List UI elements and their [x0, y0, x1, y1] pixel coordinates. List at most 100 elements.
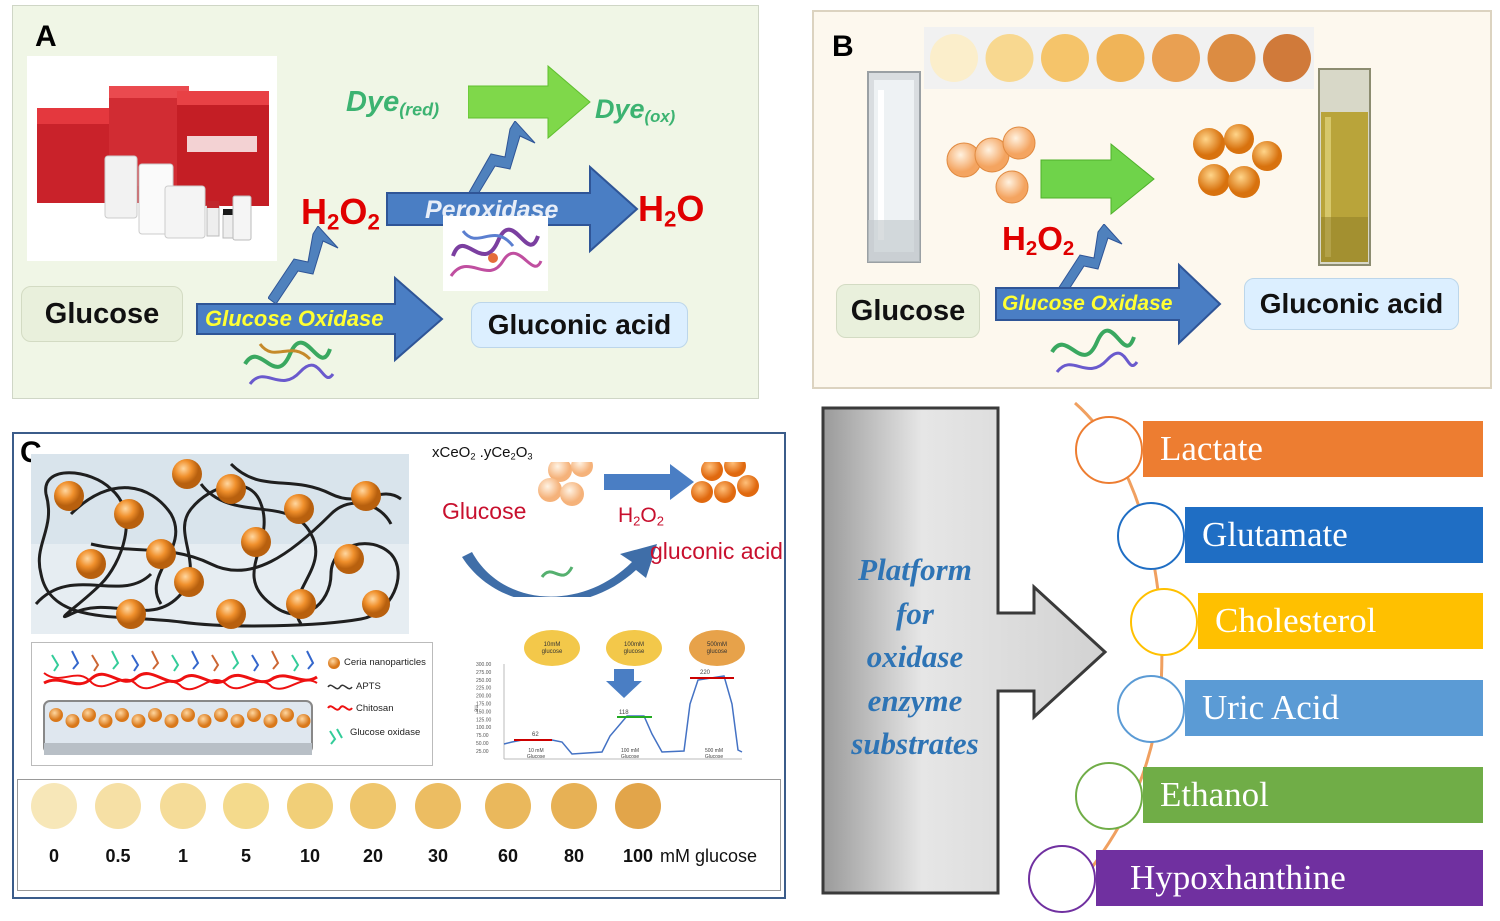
graph-ytick: 75.00 [476, 733, 489, 739]
graph-ytick: 250.00 [476, 678, 492, 684]
color-swatch-2 [985, 34, 1034, 82]
film-ceria-particle [263, 714, 278, 728]
substrate-bar-lactate: Lactate [1075, 416, 1483, 484]
clear-cuvette [867, 71, 921, 263]
h2o2-zigzag-arrow [268, 226, 339, 305]
glucose-spot-30 [415, 783, 461, 829]
film-ceria-particle [296, 714, 311, 728]
h2o2-b-o: O [1037, 220, 1063, 257]
peroxidase-protein-image [443, 216, 548, 291]
graph-bubble-label: 500mM [707, 642, 727, 648]
dye-oxidized-text: Dye [595, 94, 645, 124]
substrate-bar-glutamate: Glutamate [1117, 502, 1483, 570]
formula-left: xCeO [432, 444, 471, 461]
glucose-spot-1 [160, 783, 206, 829]
graph-ytick: 175.00 [476, 702, 492, 708]
color-swatch-strip [924, 27, 1314, 89]
glucose-oxidase-arrow-b [995, 262, 1222, 346]
formula-right: O [515, 444, 528, 461]
substrate-bar-uric-acid: Uric Acid [1117, 675, 1483, 743]
panel-a-letter: A [35, 20, 57, 53]
concentration-label: 20 [363, 846, 383, 866]
graph-ytick: 275.00 [476, 670, 492, 676]
concentration-label: 30 [428, 846, 448, 866]
h2o2-b-sub-b: 2 [1062, 237, 1075, 261]
h2o-sub: 2 [664, 206, 677, 232]
platform-line-4: enzyme [867, 682, 963, 718]
formula-right-sub: 3 [527, 451, 533, 462]
color-swatch-1 [930, 34, 978, 82]
glucose-spot-60 [485, 783, 531, 829]
concentration-label: 100 [623, 846, 653, 866]
reaction-gluconic-label: gluconic acid [650, 538, 783, 564]
orange-nanoparticle-cluster [1193, 124, 1282, 198]
color-swatch-6 [1207, 34, 1256, 82]
formula-mid: .yCe [475, 444, 511, 461]
h2o-h: H [638, 188, 664, 229]
h2o-label: H2O [638, 188, 704, 233]
dye-reduced-text: Dye [346, 86, 400, 118]
glucose-spot-80 [551, 783, 597, 829]
film-ceria-particle [65, 714, 80, 728]
graph-xlabel: Glucose [705, 754, 724, 760]
color-swatch-3 [1041, 34, 1089, 82]
dye-reduced-label: Dye(red) [346, 86, 439, 120]
film-ceria-particle [280, 708, 294, 722]
peroxidase-zigzag-arrow [466, 121, 536, 200]
film-ceria-particle [49, 708, 63, 722]
platform-line-3: oxidase [866, 639, 964, 674]
graph-xlabel: Glucose [527, 754, 546, 760]
legend-glucose-oxidase: Glucose oxidase [350, 727, 421, 738]
dye-oxidation-arrow [468, 64, 591, 140]
glucose-oxidase-protein-b [1050, 328, 1139, 373]
green-reaction-arrow [1040, 142, 1155, 216]
film-ceria-particle [115, 708, 129, 722]
response-graph: 300.00275.00250.00225.00200.00175.00150.… [474, 630, 745, 760]
reaction-h2o2-sub-a: 2 [633, 513, 641, 529]
film-ceria-particle [131, 714, 146, 728]
concentration-label: 0 [49, 846, 59, 866]
legend-chitosan: Chitosan [356, 703, 394, 714]
platform-line-2: for [896, 595, 934, 631]
dye-oxidized-label: Dye(ox) [595, 94, 675, 127]
film-ceria-particle [98, 714, 113, 728]
glucose-spot-0 [31, 783, 77, 829]
graph-bubble [689, 630, 745, 666]
graph-peak-2: 118 [619, 710, 629, 716]
h2o2-zigzag-arrow-b [1056, 224, 1123, 298]
legend-apts: APTS [356, 681, 381, 692]
graph-ytick: 300.00 [476, 662, 492, 668]
light-nanoparticle-cluster [946, 126, 1036, 204]
substrate-ethanol-fill [1143, 767, 1483, 823]
concentration-label: 5 [241, 846, 251, 866]
substrate-bar-cholesterol: Cholesterol [1130, 588, 1483, 656]
legend-ceria: Ceria nanoparticles [344, 657, 426, 668]
substrate-uric-acid-circle [1117, 675, 1185, 743]
concentration-label: 80 [564, 846, 584, 866]
panel-b-letter: B [832, 30, 854, 63]
graph-ytick: 50.00 [476, 741, 489, 747]
glucose-spot-100 [615, 783, 661, 829]
film-ceria-particle [148, 708, 162, 722]
h2o2-sub-b: 2 [367, 209, 380, 235]
glucose-box-b: Glucose [836, 284, 980, 338]
glucose-spot-20 [350, 783, 396, 829]
h2o2-sub-a: 2 [327, 209, 340, 235]
glucose-spot-0.5 [95, 783, 141, 829]
color-swatch-4 [1096, 34, 1145, 82]
substrate-glutamate-fill [1185, 507, 1483, 563]
substrate-uric-acid-fill [1185, 680, 1483, 736]
graph-peak-1: 62 [532, 732, 539, 738]
peroxidase-arrow [386, 164, 639, 254]
dye-reduced-sub: (red) [399, 99, 440, 120]
graph-bubble-label: glucose [707, 649, 728, 655]
substrate-cholesterol-label: Cholesterol [1215, 601, 1377, 640]
graph-xlabel: 10 mM [528, 748, 543, 754]
film-cross-section: Ceria nanoparticles APTS Chitosan Glucos… [31, 642, 433, 766]
substrate-hypoxhanthine-label: Hypoxhanthine [1130, 858, 1346, 897]
graph-xlabel: 500 mM [705, 748, 723, 754]
graph-xlabel: Glucose [621, 754, 640, 760]
graph-ytick: 225.00 [476, 686, 492, 692]
color-swatch-7 [1263, 34, 1311, 82]
